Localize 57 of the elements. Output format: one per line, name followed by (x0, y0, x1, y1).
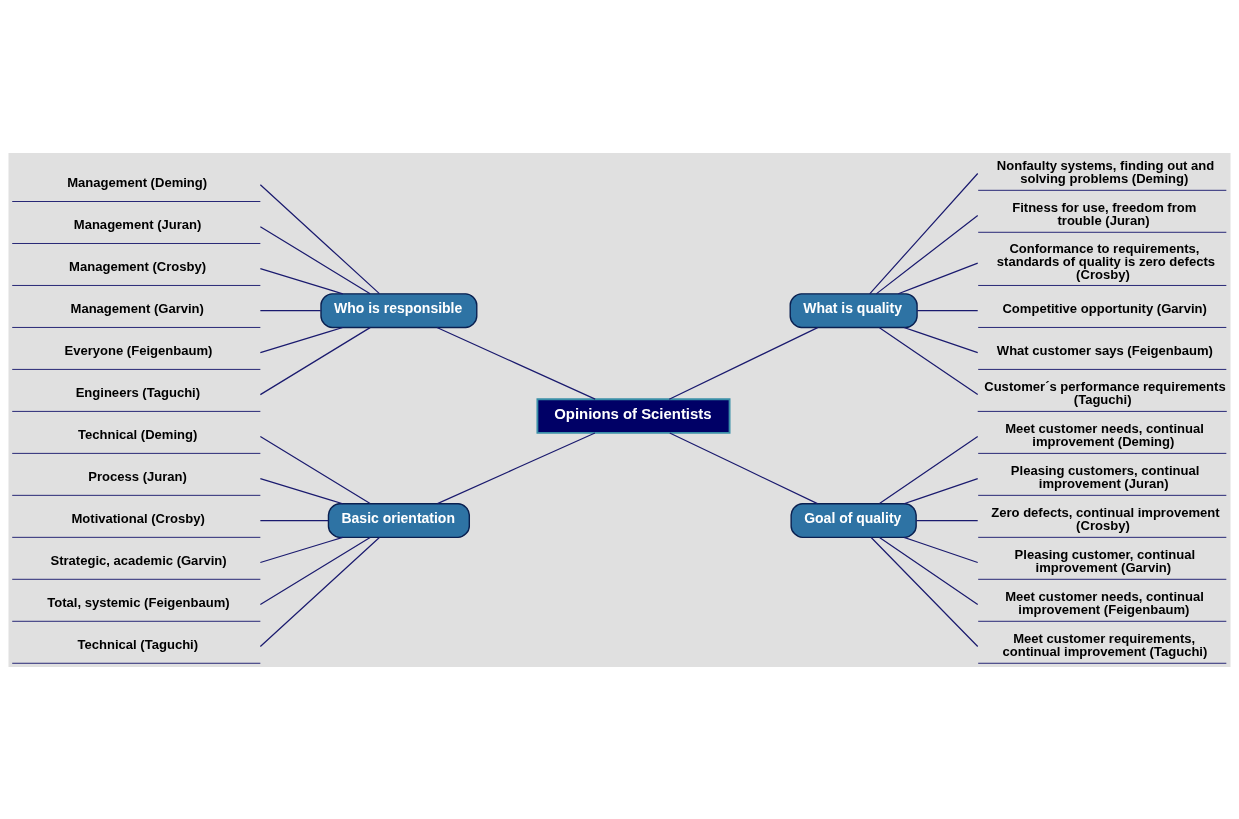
connector (668, 326, 819, 400)
connector (259, 225, 371, 294)
node-text: Fitness for use, freedom from trouble (Juran) (1012, 199, 1197, 228)
node-text: Management (Deming) (67, 174, 208, 190)
node-box: What is quality (789, 292, 918, 328)
connector (915, 519, 979, 521)
connector (259, 183, 380, 294)
connector (878, 435, 979, 504)
node-box: Goal of quality (790, 502, 917, 538)
node-text: Pleasing customers, continual improvement (Juran) (1010, 462, 1200, 491)
node-text: Meet customer needs, continual improvement (Deming) (1005, 420, 1204, 449)
connector (903, 536, 979, 563)
connector (259, 309, 322, 311)
connector (259, 267, 344, 294)
connector (903, 477, 979, 504)
node-text: Customer´s performance requirements (Taguchi) (984, 378, 1226, 407)
node-text: Meet customer requirements, continual improvement (Taguchi) (1002, 630, 1208, 659)
node-text: Conformance to requirements, standards of quality is zero defects (Crosby) (996, 240, 1216, 282)
connector (869, 172, 979, 294)
node-text: Management (Juran) (73, 216, 202, 232)
connector (903, 326, 979, 353)
node-text: Strategic, academic (Garvin) (50, 552, 227, 568)
connector (870, 536, 979, 647)
node-text: Competitive opportunity (Garvin) (1002, 300, 1207, 316)
connector (875, 214, 979, 294)
connector (259, 435, 371, 504)
connector (436, 431, 596, 504)
node-text: Process (Juran) (88, 468, 187, 484)
node-text: Technical (Taguchi) (77, 636, 199, 652)
node-text: Nonfaulty systems, finding out and solving problems (Deming) (996, 157, 1215, 186)
connector (259, 326, 371, 395)
connector (259, 519, 329, 521)
node-box: Basic orientation (327, 502, 470, 538)
connector (669, 431, 819, 504)
connector (897, 261, 979, 294)
node-text: Engineers (Taguchi) (75, 384, 201, 400)
node-text: Technical (Deming) (77, 426, 198, 442)
connector (878, 536, 979, 605)
node-box: Who is responsible (320, 292, 478, 328)
connector (259, 536, 344, 563)
connector (259, 326, 344, 353)
connector (436, 326, 596, 400)
connector (878, 326, 979, 395)
node-text: Motivational (Crosby) (71, 510, 205, 526)
node-text: Zero defects, continual improvement (Crosby) (991, 504, 1220, 533)
node-box: Opinions of Scientists (536, 397, 731, 434)
node-text: Total, systemic (Feigenbaum) (47, 594, 230, 610)
node-text: Meet customer needs, continual improvement (Feigenbaum) (1005, 588, 1204, 617)
node-text: What customer says (Feigenbaum) (996, 342, 1213, 358)
node-text: Management (Crosby) (69, 258, 207, 274)
connector (259, 536, 371, 605)
connector (259, 536, 380, 647)
node-text: Pleasing customer, continual improvement (Garvin) (1014, 546, 1196, 575)
node-text: Everyone (Feigenbaum) (64, 342, 213, 358)
connector (259, 477, 344, 504)
node-text: Management (Garvin) (70, 300, 204, 316)
connector (916, 309, 979, 311)
